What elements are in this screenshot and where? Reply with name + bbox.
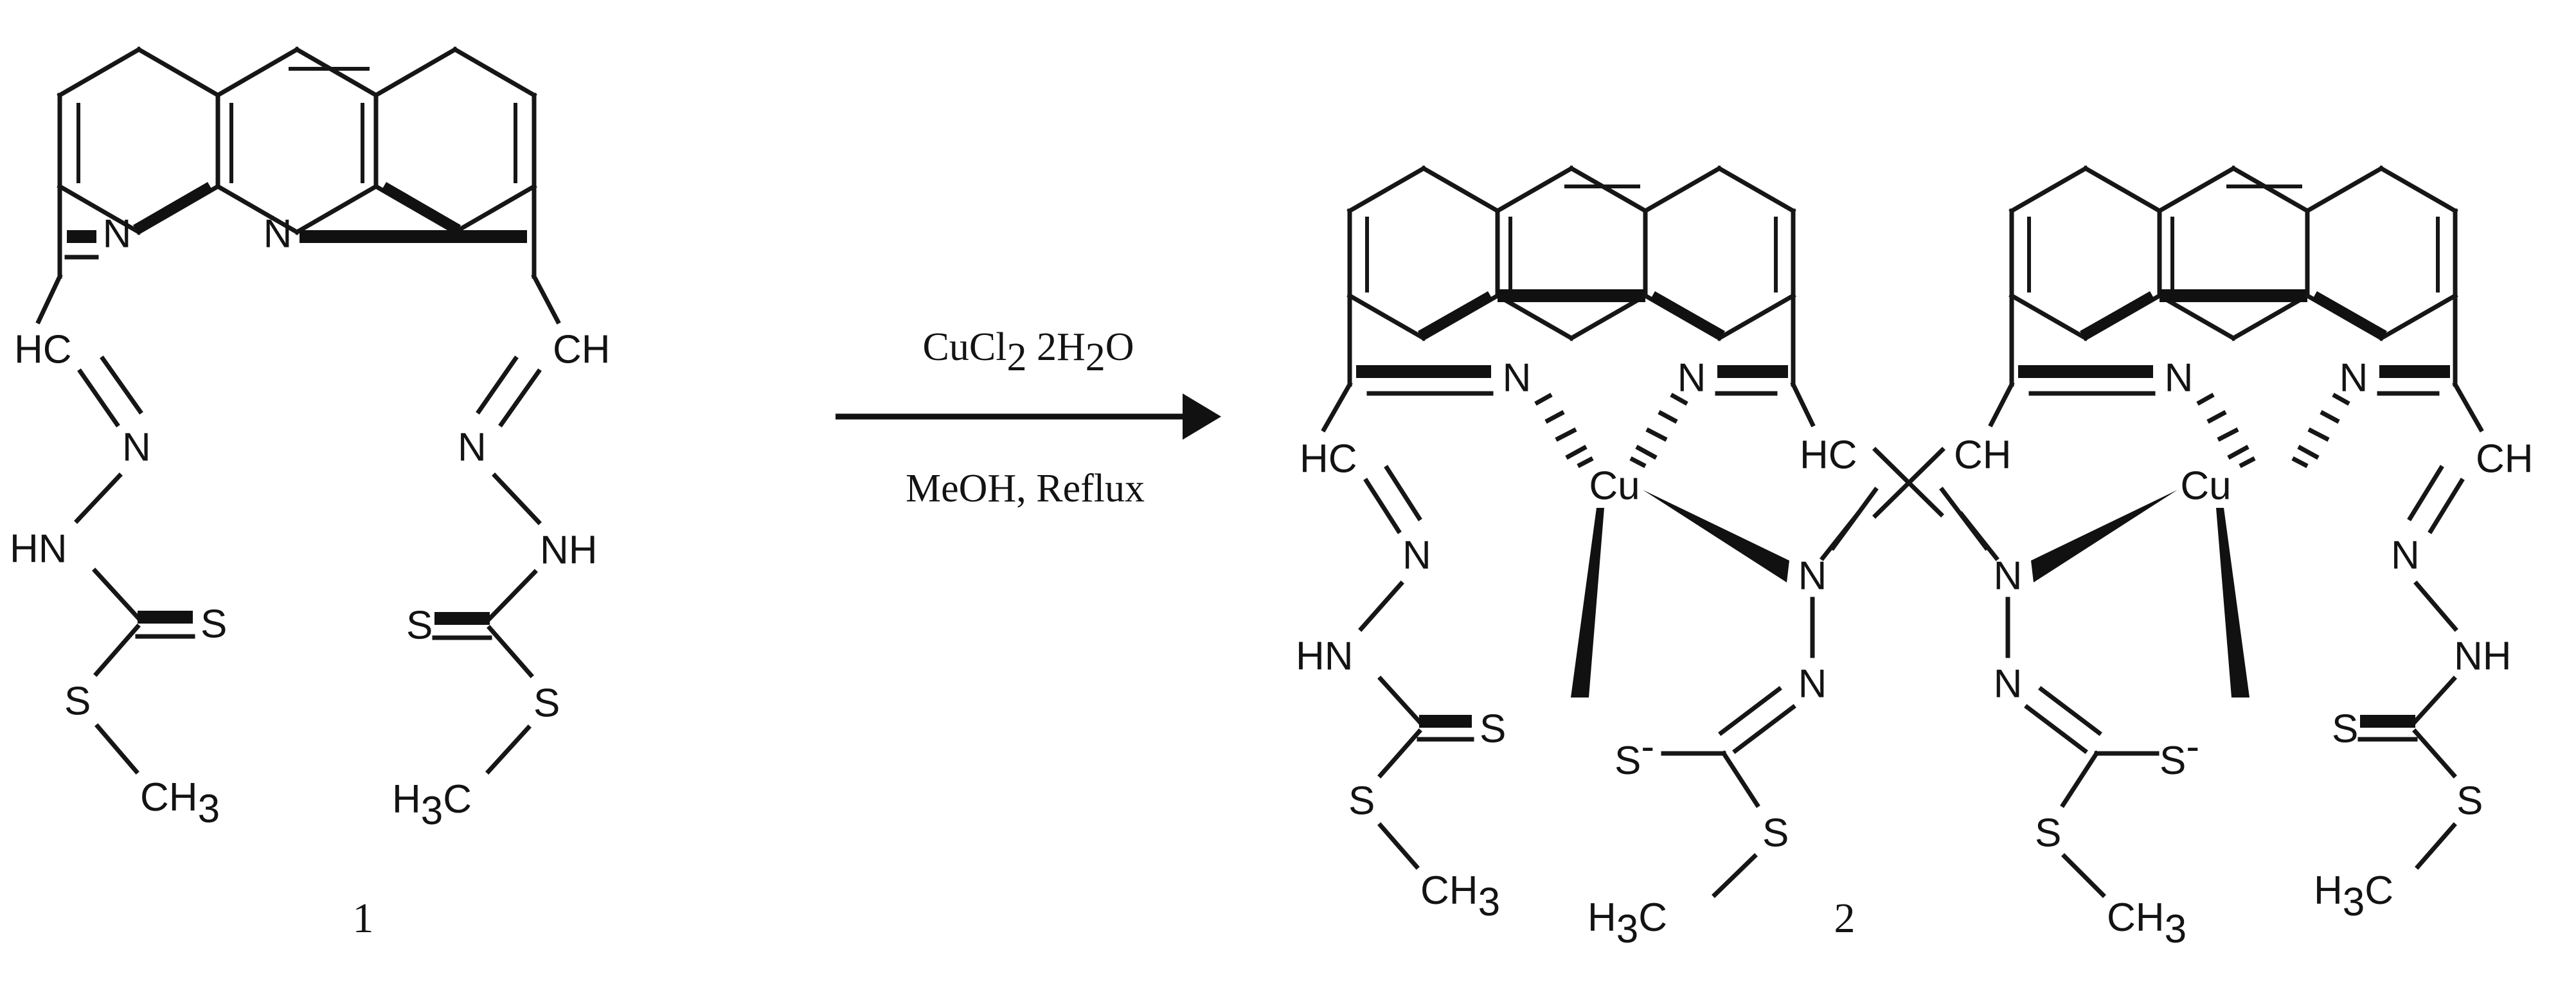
- reactant-bond-to-hc-left: [35, 273, 63, 325]
- reactant-bond-hcn-left-2: [100, 356, 143, 415]
- product-n-hydrazone-left: N: [1798, 662, 1827, 706]
- product-bond-phen-b-to-ch-center: [1988, 381, 2015, 428]
- product-phen-a: N N: [1346, 165, 1796, 400]
- reactant-s-thione-left: S: [201, 602, 227, 646]
- reactant-structure: N N HC N HN S: [10, 46, 611, 942]
- hashed-bond-n2-cu-left: [1629, 392, 1688, 469]
- wedge-bond-cu-left-to-s: [1571, 508, 1604, 698]
- product-s-thioether-inner-left: S: [1762, 811, 1789, 855]
- wedge-bond-cu-right-to-s: [2216, 508, 2250, 698]
- reactant-bond-c-s-left: [93, 624, 141, 677]
- wedge-bond-cu-right-to-n: [2031, 490, 2178, 582]
- phen-ring-left: [57, 46, 221, 235]
- wedge-bond-cu-left-to-n: [1643, 490, 1789, 582]
- reactant-bond-to-ch-right: [531, 273, 561, 325]
- product-hc-center: HC: [1800, 433, 1857, 477]
- reactant-bond-nh-c-left: [92, 568, 141, 620]
- reactant-ring-n-left: N: [103, 212, 132, 256]
- reactant-hn-left: HN: [10, 526, 67, 571]
- reactant-bond-hcn-left-1: [77, 368, 120, 428]
- product-compound-number: 2: [1834, 895, 1856, 942]
- reactant-ch3-left: CH3: [140, 775, 220, 831]
- reactant-s-thioether-right: S: [533, 681, 560, 725]
- product-n-imine-far-left: N: [1402, 533, 1431, 577]
- reactant-compound-number: 1: [353, 895, 374, 942]
- reactant-bond-s-ch3-left: [94, 723, 139, 775]
- product-phen-a-n2: N: [1677, 356, 1706, 400]
- hashed-bond-n2-cu-right: [2291, 392, 2350, 469]
- product-s-anion-left: S-: [1614, 724, 1654, 783]
- product-s-anion-right: S-: [2160, 724, 2199, 783]
- phen-ring-center: [215, 46, 379, 235]
- reactant-bond-nh-c-right: [487, 569, 538, 622]
- product-hc-far-left: HC: [1300, 437, 1357, 481]
- reactant-s-thioether-left: S: [64, 679, 91, 723]
- product-s-thioether-inner-right: S: [2035, 811, 2061, 855]
- reactant-h3c-right: H3C: [392, 777, 472, 833]
- reactant-n-imine-left: N: [122, 425, 151, 469]
- phen-ring-right: [373, 46, 537, 235]
- product-h3c-inner-left: H3C: [1588, 896, 1667, 951]
- product-n-coord-left: N: [1798, 554, 1827, 598]
- conditions-below-arrow: MeOH, Reflux: [906, 467, 1145, 510]
- product-phen-b-n1: N: [2165, 356, 2194, 400]
- reactant-bond-n-nh-left: [74, 473, 123, 524]
- product-hn-far-left: HN: [1296, 634, 1354, 678]
- product-ch-center: CH: [1954, 433, 2012, 477]
- hashed-bond-n1-cu-left: [1534, 392, 1594, 469]
- product-h3c-far-right: H3C: [2314, 869, 2393, 924]
- reactant-bond-c-s-right: [487, 625, 534, 678]
- reactant-bond-chn-right-1: [498, 368, 542, 428]
- product-bond-ch-cross-1: [1872, 447, 1945, 519]
- reactant-bond-chn-right-2: [476, 356, 519, 415]
- product-nh-far-right: NH: [2454, 634, 2512, 678]
- product-ch-far-right: CH: [2476, 437, 2534, 481]
- product-s-thioether-far-right: S: [2456, 779, 2483, 823]
- reactant-n-imine-right: N: [458, 425, 487, 469]
- product-s-thioether-far-left: S: [1348, 779, 1375, 823]
- product-cu-right: Cu: [2180, 464, 2231, 508]
- reactant-bond-s-ch3-right: [485, 724, 532, 775]
- reaction-arrow-group: CuCl2 2H2O MeOH, Reflux: [836, 325, 1221, 510]
- product-phen-b: N N: [2008, 165, 2458, 400]
- reactant-s-thione-right: S: [406, 603, 433, 647]
- product-phen-b-n2: N: [2339, 356, 2368, 400]
- product-structure: N N: [1296, 165, 2534, 951]
- product-bond-to-ch-far-right: [2452, 381, 2484, 433]
- product-s-thione-far-left: S: [1480, 706, 1506, 751]
- reactant-hc-left: HC: [14, 327, 72, 372]
- reactant-ring-n-right: N: [264, 212, 292, 256]
- reactant-bond-n-nh-right: [492, 473, 542, 525]
- reactant-ch-right: CH: [553, 327, 611, 372]
- product-phen-a-n1: N: [1503, 356, 1532, 400]
- product-bond-phen-a-to-hc-center: [1790, 381, 1816, 428]
- product-n-coord-right: N: [1994, 554, 2023, 598]
- product-s-thione-far-right: S: [2332, 706, 2358, 751]
- reactant-nh-right: NH: [540, 528, 598, 572]
- product-ch3-inner-right: CH3: [2107, 896, 2187, 951]
- product-cu-left: Cu: [1589, 464, 1640, 508]
- reagent-above-arrow: CuCl2 2H2O: [923, 325, 1134, 379]
- reaction-arrow-head: [1183, 393, 1221, 440]
- product-bond-to-hc-far-left: [1321, 381, 1353, 433]
- product-n-imine-far-right: N: [2391, 533, 2420, 577]
- product-ch3-far-left: CH3: [1420, 869, 1500, 924]
- hashed-bond-n1-cu-right: [2196, 392, 2256, 469]
- product-n-hydrazone-right: N: [1994, 662, 2023, 706]
